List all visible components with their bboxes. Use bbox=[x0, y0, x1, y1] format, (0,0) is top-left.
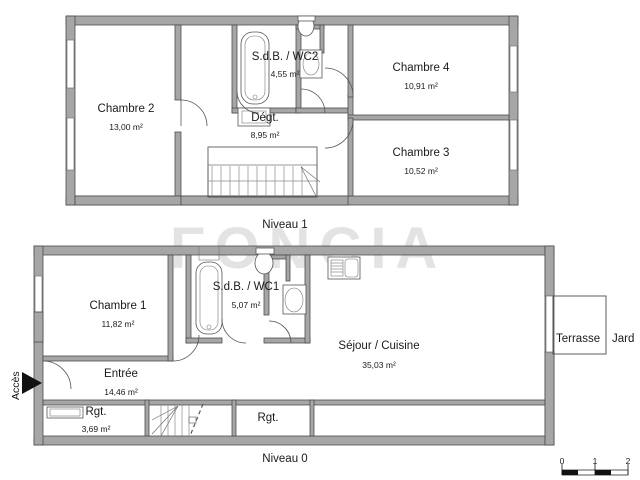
level-label-niveau-0: Niveau 0 bbox=[262, 453, 308, 465]
exterior-label-jardin: Jard bbox=[612, 333, 635, 345]
room-area-chambre-3: 10,52 m² bbox=[404, 166, 438, 176]
room-label-sdb-wc2: S.d.B. / WC2 bbox=[251, 51, 319, 63]
exterior-label-terrasse: Terrasse bbox=[556, 333, 601, 345]
niveau1-doors bbox=[180, 67, 354, 149]
scale-tick-2: 2 bbox=[625, 456, 631, 466]
room-area-chambre-2: 13,00 m² bbox=[109, 122, 143, 132]
room-label-rgt-1: Rgt. bbox=[85, 406, 107, 418]
room-area-degt: 8,95 m² bbox=[250, 130, 280, 140]
room-label-entree: Entrée bbox=[104, 368, 138, 380]
room-area-entree: 14,46 m² bbox=[104, 387, 138, 397]
room-label-sejour-cuisine: Séjour / Cuisine bbox=[338, 340, 420, 352]
room-label-chambre-4: Chambre 4 bbox=[392, 62, 450, 74]
room-label-degt: Dégt. bbox=[251, 112, 279, 124]
niveau1-structure bbox=[65, 15, 519, 206]
room-label-sdb-wc1: S.d.B. / WC1 bbox=[212, 281, 280, 293]
room-area-sejour-cuisine: 35,03 m² bbox=[362, 360, 396, 370]
niveau1-stair-treads bbox=[208, 166, 317, 196]
access-label: Accès bbox=[10, 371, 22, 400]
scale-bar bbox=[561, 464, 629, 476]
niveau0-structure bbox=[22, 245, 607, 446]
room-label-chambre-2: Chambre 2 bbox=[97, 103, 155, 115]
scale-tick-1: 1 bbox=[592, 456, 598, 466]
level-label-niveau-1: Niveau 1 bbox=[262, 219, 308, 231]
niveau0-doors bbox=[42, 318, 292, 390]
room-area-chambre-4: 10,91 m² bbox=[404, 81, 438, 91]
room-area-sdb-wc1: 5,07 m² bbox=[231, 300, 261, 310]
room-label-rgt-2: Rgt. bbox=[257, 412, 279, 424]
room-area-chambre-1: 11,82 m² bbox=[101, 319, 135, 329]
room-label-chambre-3: Chambre 3 bbox=[392, 147, 450, 159]
scale-tick-0: 0 bbox=[559, 456, 565, 466]
room-label-chambre-1: Chambre 1 bbox=[89, 300, 147, 312]
access-arrow-icon bbox=[22, 372, 42, 394]
room-area-rgt-1: 3,69 m² bbox=[81, 424, 111, 434]
room-area-sdb-wc2: 4,55 m² bbox=[270, 69, 300, 79]
